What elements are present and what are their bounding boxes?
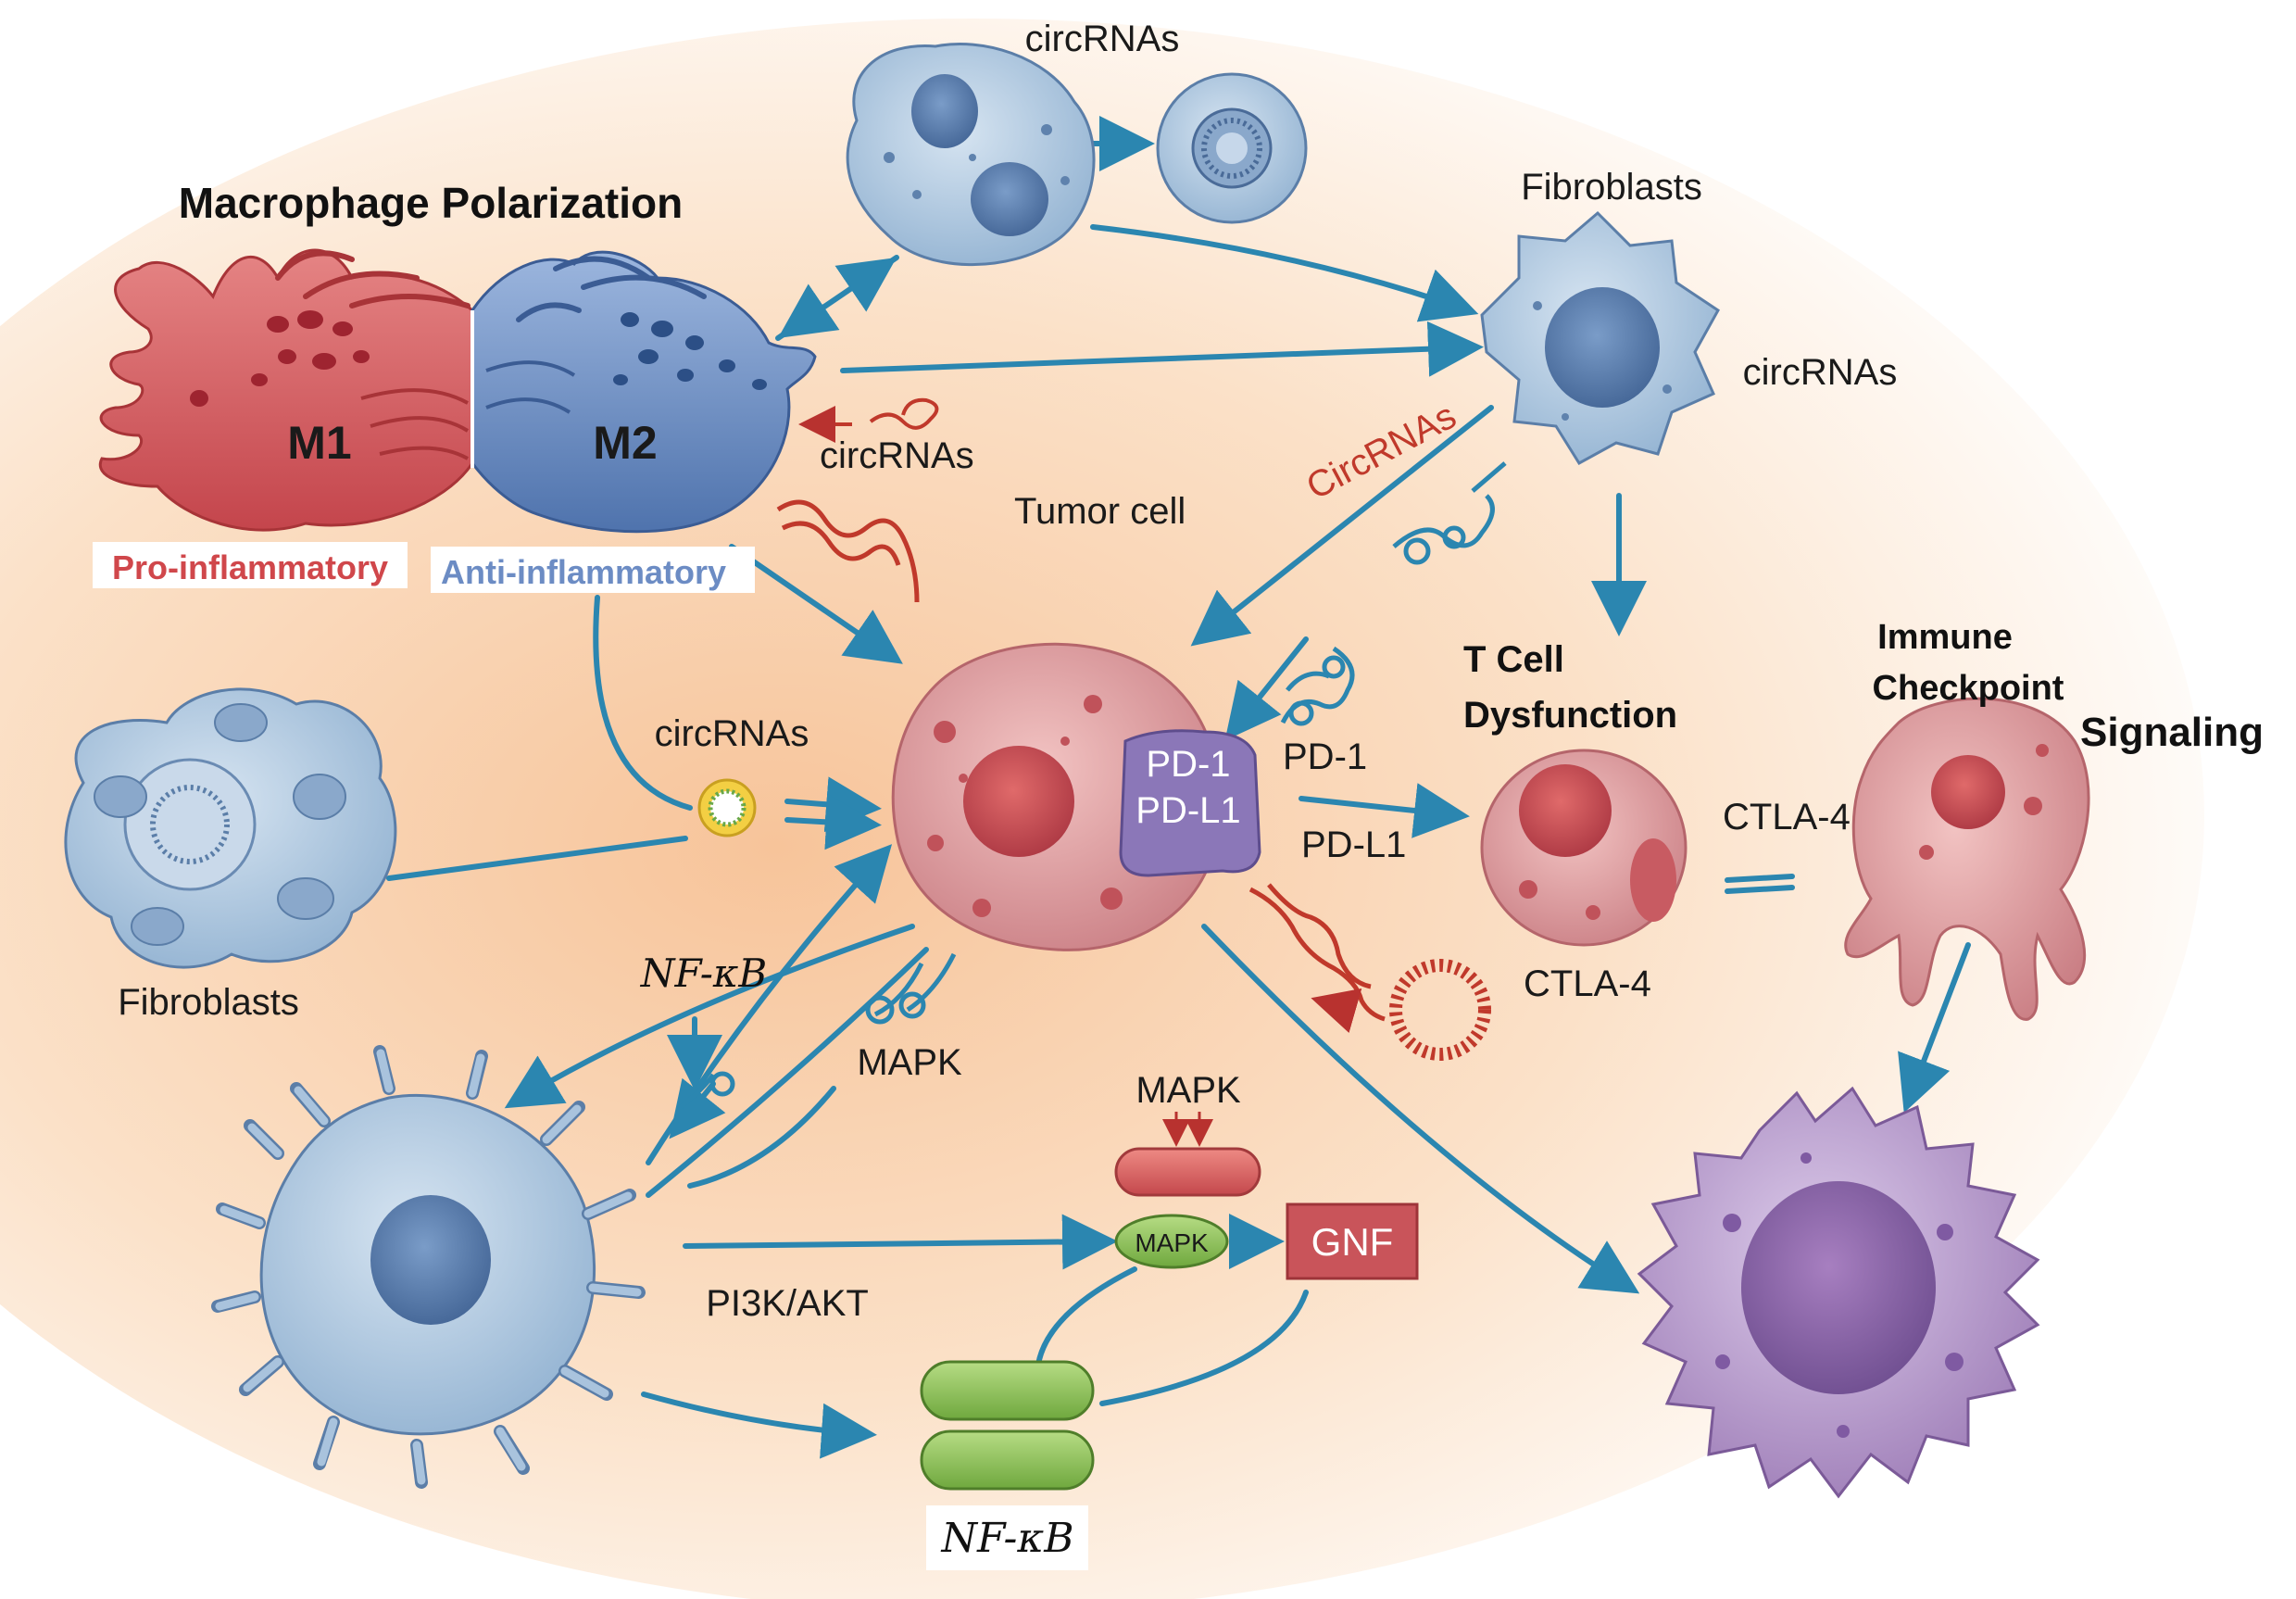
gnf-box xyxy=(1286,1202,1419,1280)
arrow-nfkb-diag xyxy=(669,1077,726,1139)
m2-granules xyxy=(613,312,767,390)
circrnas-right-label: circRNAs xyxy=(1743,352,1898,393)
nfkb-upper-label: NF-κB xyxy=(640,951,768,996)
pd1-box-label: PD-1 xyxy=(1146,744,1230,785)
purple-cell xyxy=(1637,1086,2040,1499)
arrow-tumor-to-purple xyxy=(1201,924,1640,1294)
arrow-fibro-left-to-tumor xyxy=(386,836,688,881)
red-helix-top xyxy=(776,499,920,603)
circrna-red-small-m2 xyxy=(798,397,939,443)
tcell-title-line2: Dysfunction xyxy=(1463,695,1677,736)
tumor-cell: PD-1 PD-L1 xyxy=(891,642,1261,951)
m1-label: M1 xyxy=(287,417,351,469)
arrow-tcell-ctla-2 xyxy=(1725,885,1795,894)
t-cell xyxy=(1480,749,1687,947)
arrow-fibroblast-to-tumor xyxy=(1190,405,1494,647)
fibroblasts-top-label: Fibroblasts xyxy=(1521,167,1702,208)
arrow-immune-to-purple xyxy=(1898,942,1971,1114)
fibroblast-star-cell xyxy=(1480,210,1720,465)
m1-ruffles xyxy=(275,250,470,308)
arrow-m2-to-tumor xyxy=(729,544,903,664)
circrnas-top-label: circRNAs xyxy=(1025,19,1180,59)
immune-title-line1: Immune xyxy=(1877,618,2013,657)
tumor-cell-label: Tumor cell xyxy=(1014,491,1186,532)
arrow-m2-to-top-cell xyxy=(775,255,899,341)
arrow-tumor-to-dc-2 xyxy=(646,947,929,1198)
mapk-top-label: MAPK xyxy=(1135,1070,1241,1111)
circrnas-m2-label: circRNAs xyxy=(820,435,974,476)
dendritic-cell xyxy=(211,1045,646,1489)
fibroblast-left-cell xyxy=(64,687,397,969)
arrow-tumor-to-dc xyxy=(504,924,915,1109)
nfkb-lower-label: NF-κB xyxy=(940,1515,1073,1562)
pd-box xyxy=(1119,729,1261,877)
arrow-m2-to-fibroblast xyxy=(840,321,1484,377)
m1-subtitle-bg xyxy=(93,542,408,588)
small-blue-hairpin xyxy=(679,1071,735,1109)
arrow-m2-down-to-circ xyxy=(593,595,693,811)
top-cell-large xyxy=(846,43,1096,267)
arrows xyxy=(386,116,1971,1459)
arrow-nfkb-to-gnf xyxy=(1099,1290,1309,1406)
macrophage-polarization: M1 M2 Pro-inflammatory Anti-inflammatory… xyxy=(93,179,817,593)
nfkb-green-pills xyxy=(920,1360,1095,1491)
circrna-yellow-ring xyxy=(697,778,757,837)
pdl1-box-label: PD-L1 xyxy=(1135,790,1240,831)
nfkb-lower-bg xyxy=(926,1505,1088,1570)
arrow-mapk-curve xyxy=(687,1086,836,1189)
signaling-label: Signaling xyxy=(2080,710,2264,755)
m2-label: M2 xyxy=(593,417,657,469)
arrow-nfkb-to-mapk xyxy=(1035,1266,1137,1374)
m1-granules xyxy=(190,310,370,407)
mapk-left-label: MAPK xyxy=(857,1042,962,1083)
gnf-label: GNF xyxy=(1311,1220,1394,1264)
mapk-red-pill xyxy=(1114,1112,1261,1197)
arrow-top-cell-to-fibroblast xyxy=(1090,224,1479,322)
arrow-circ-to-tumor-2 xyxy=(784,794,882,850)
arrow-dc-to-mapk xyxy=(683,1214,1118,1270)
blue-hairpins-mapk xyxy=(865,952,957,1025)
arrow-helix-to-pd xyxy=(1224,636,1309,741)
diagram-title: Macrophage Polarization xyxy=(179,179,683,227)
m2-subtitle: Anti-inflammatory xyxy=(441,553,726,591)
mapk-pill-label: MAPK xyxy=(1135,1228,1209,1257)
m1-subtitle: Pro-inflammatory xyxy=(112,548,388,586)
pdl1-label: PD-L1 xyxy=(1301,825,1406,865)
fibroblasts-left-label: Fibroblasts xyxy=(118,982,299,1023)
blue-hairpins xyxy=(1280,461,1507,726)
arrow-dc-to-nfkb xyxy=(641,1391,877,1459)
pi3k-label: PI3K/AKT xyxy=(706,1283,869,1324)
red-helix-bottom xyxy=(1248,883,1386,1034)
circrnas-left-label: circRNAs xyxy=(655,713,809,754)
red-coil-ring xyxy=(1389,959,1491,1061)
pd1-label: PD-1 xyxy=(1283,737,1367,777)
arrow-tcell-ctla-1 xyxy=(1725,874,1795,883)
m2-folds xyxy=(485,360,576,414)
ctla4-upper-label: CTLA-4 xyxy=(1723,797,1851,837)
immune-checkpoint-cell xyxy=(1844,697,2090,1021)
tcell-title-line1: T Cell xyxy=(1463,639,1564,680)
immune-title-line2: Checkpoint xyxy=(1873,669,2064,708)
top-cell-small xyxy=(1156,72,1308,224)
m2-cell xyxy=(470,250,817,534)
m2-subtitle-bg xyxy=(431,547,755,593)
m1-cell xyxy=(98,248,474,532)
m1-folds xyxy=(360,388,470,460)
mapk-green-pill xyxy=(1114,1214,1229,1269)
ctla4-lower-label: CTLA-4 xyxy=(1524,963,1651,1004)
m2-ruffles xyxy=(516,256,707,322)
arrow-pd-to-tcell xyxy=(1299,783,1470,838)
